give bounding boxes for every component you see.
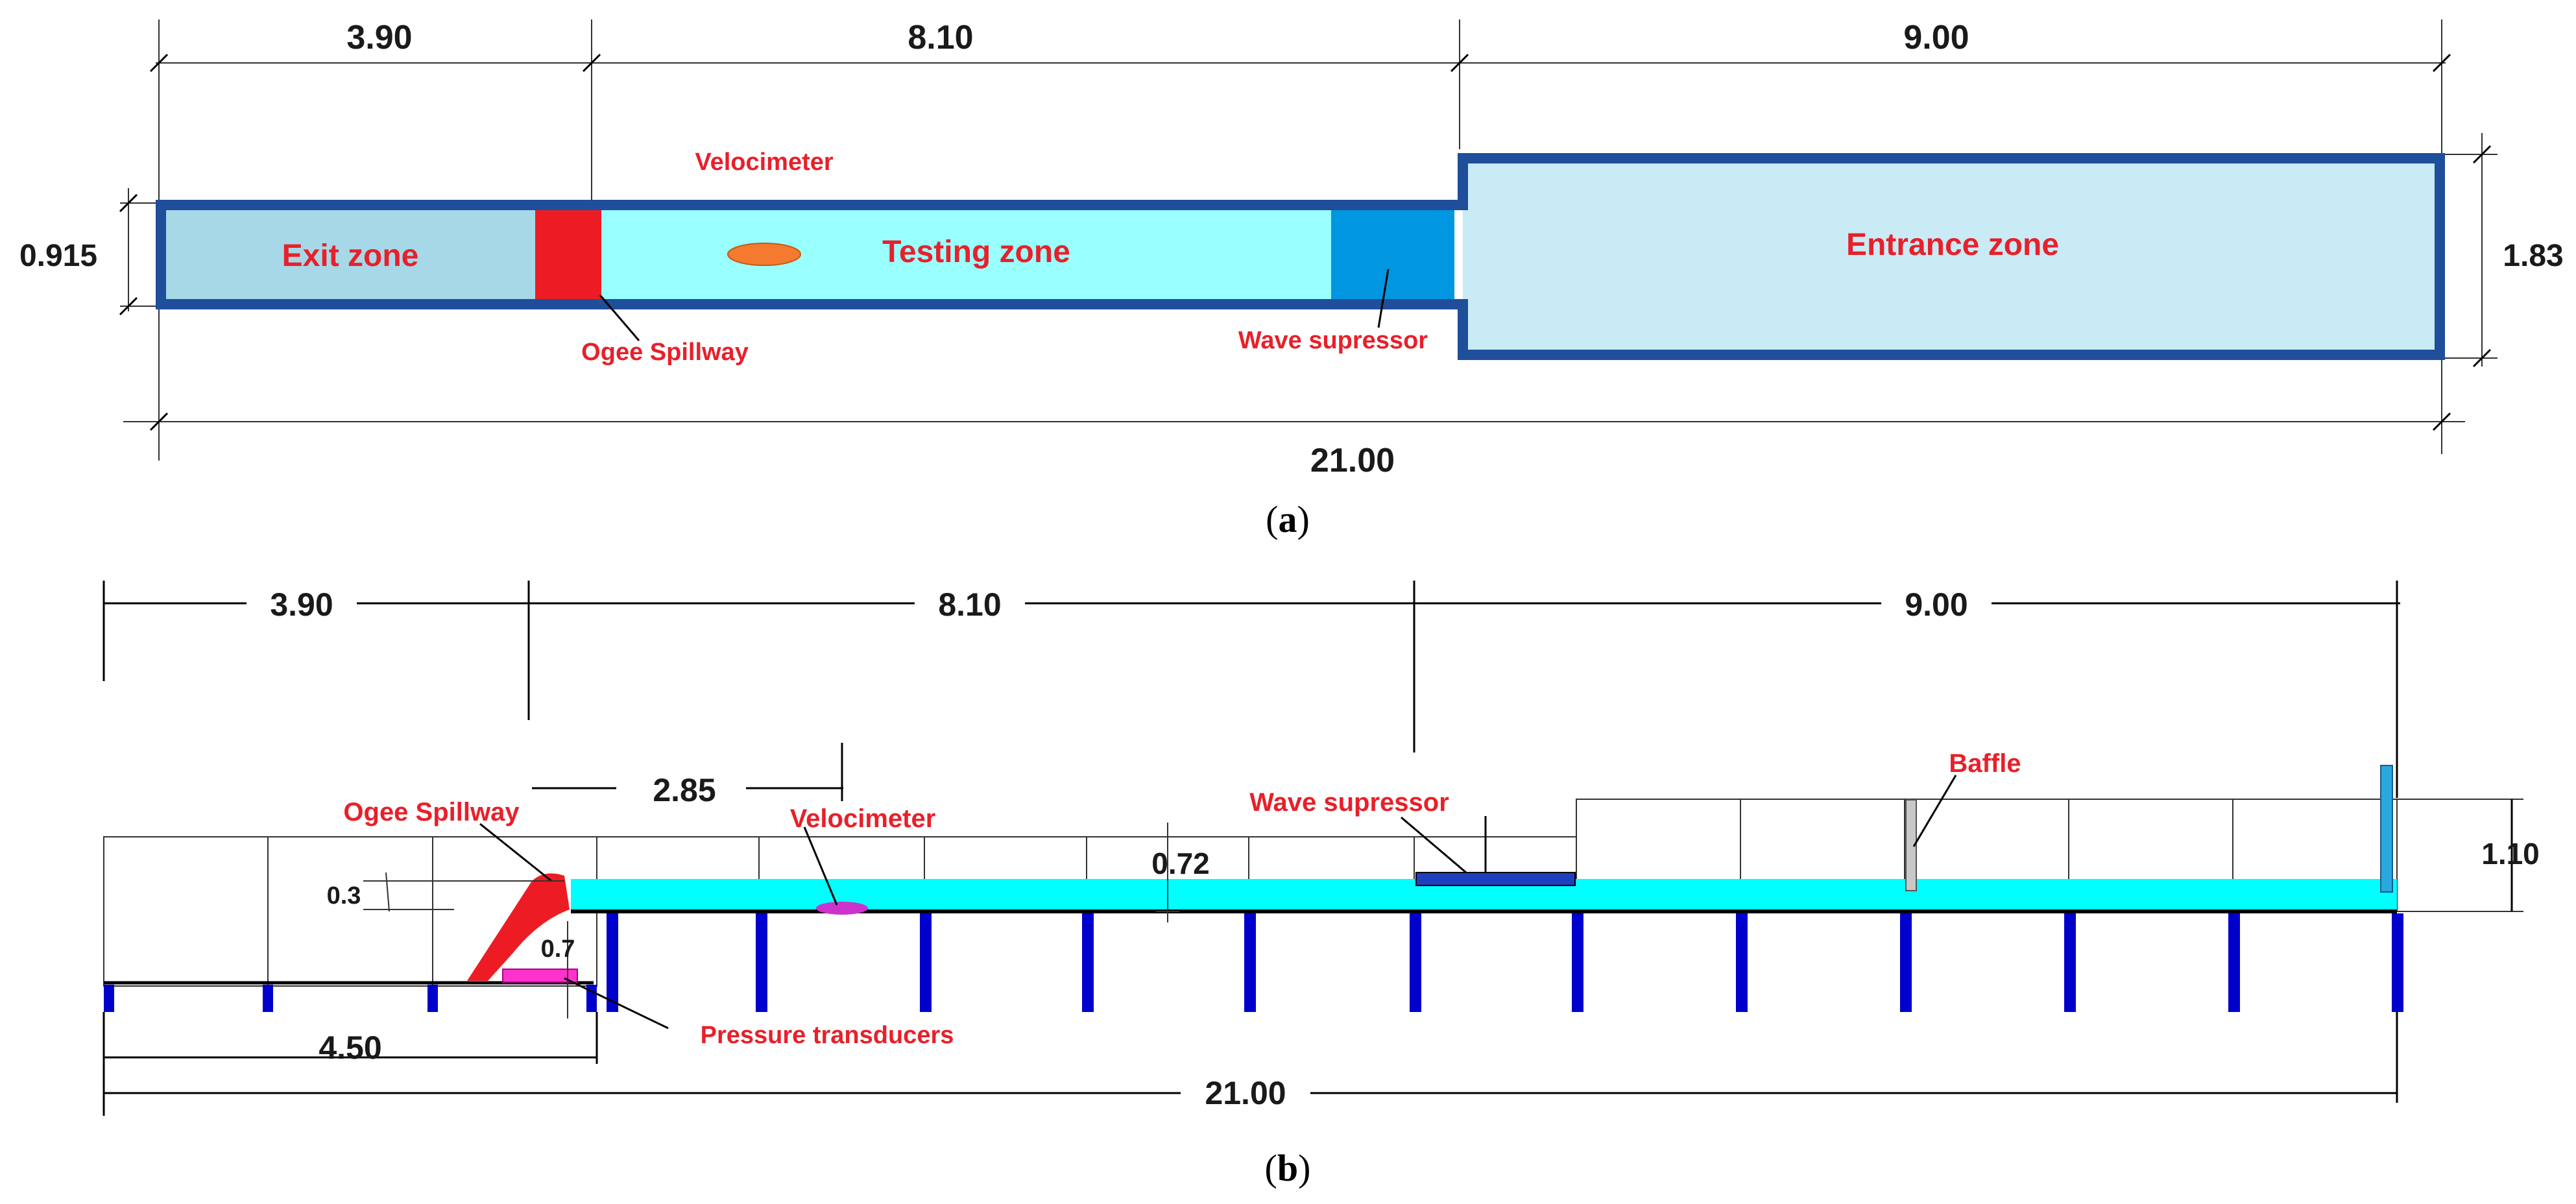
- tick: [119, 193, 138, 213]
- caption-a-letter: a: [1279, 498, 1297, 540]
- tick: [2472, 348, 2492, 368]
- tick: [1450, 53, 1469, 73]
- dim-wide-width: 1.83: [2503, 239, 2563, 273]
- support-leg: [2064, 913, 2076, 1012]
- support-leg: [920, 913, 932, 1012]
- dim-channel-height: 1.10: [2481, 837, 2540, 871]
- leader-baffle: [1912, 775, 1957, 847]
- support-leg: [1736, 913, 1748, 1012]
- label-testing-zone: Testing zone: [882, 235, 1070, 269]
- caption-b: (b): [1265, 1147, 1311, 1189]
- leader-wave-supressor-b: [1401, 816, 1467, 874]
- label-baffle: Baffle: [1949, 749, 2021, 778]
- dim-bg: [915, 587, 1025, 620]
- leader-velocimeter-b: [803, 826, 838, 906]
- support-leg: [1244, 913, 1256, 1012]
- tick: [2432, 412, 2451, 431]
- dim-narrow-width: 0.915: [19, 239, 97, 273]
- tick: [149, 412, 169, 431]
- dim-transducer-height: 0.7: [541, 935, 575, 963]
- label-entrance-zone: Entrance zone: [1846, 228, 2059, 262]
- dim-bg: [1881, 587, 1992, 620]
- dim-bg: [1181, 1077, 1310, 1109]
- dim-velocimeter-distance: 2.85: [653, 772, 716, 808]
- dim-downstream-length: 4.50: [319, 1029, 381, 1066]
- label-ogee-spillway-b: Ogee Spillway: [343, 798, 520, 826]
- entrance-zone-area: [1463, 158, 2440, 355]
- support-leg: [263, 985, 273, 1012]
- dim-exit-length-b: 3.90: [270, 586, 333, 623]
- velocimeter-marker-b: [816, 902, 868, 915]
- dim-water-depth: 0.72: [1151, 847, 1210, 880]
- leader-ogee-spillway-a: [599, 295, 640, 341]
- label-wave-supressor-b: Wave supressor: [1249, 788, 1449, 817]
- label-ogee-spillway-a: Ogee Spillway: [581, 339, 749, 366]
- tick: [149, 53, 169, 73]
- support-leg: [2228, 913, 2240, 1012]
- label-velocimeter-b: Velocimeter: [790, 804, 936, 833]
- support-leg: [1410, 913, 1421, 1012]
- dim-testing-length: 8.10: [908, 19, 973, 56]
- dim-bg: [247, 587, 357, 620]
- baffle-plate: [1905, 799, 1917, 891]
- wave-supressor-block: [1331, 208, 1454, 304]
- support-leg: [1900, 913, 1912, 1012]
- dim-testing-length-b: 8.10: [938, 586, 1001, 623]
- support-leg: [756, 913, 767, 1012]
- dim-bg: [616, 772, 746, 804]
- exit-zone-area: [161, 205, 535, 304]
- tick: [582, 53, 601, 73]
- support-leg: [2392, 913, 2403, 1012]
- leader-ogee-spillway-b: [479, 823, 552, 882]
- dim-spillway-height-line: [385, 872, 390, 912]
- support-leg: [427, 985, 438, 1012]
- velocimeter-marker: [727, 243, 801, 266]
- label-velocimeter-a: Velocimeter: [695, 149, 834, 176]
- ogee-spillway-shape: [467, 873, 570, 981]
- testing-zone-area: [601, 205, 1331, 304]
- dim-exit-length: 3.90: [346, 19, 412, 56]
- support-leg: [1572, 913, 1583, 1012]
- channel-outline: [156, 153, 2445, 360]
- ogee-spillway-block: [535, 205, 601, 304]
- label-exit-zone: Exit zone: [282, 239, 419, 273]
- caption-b-letter: b: [1277, 1147, 1298, 1189]
- panel-b-side-view: 3.90 8.10 9.00 2.85: [102, 581, 2540, 1189]
- support-leg: [104, 985, 114, 1012]
- inlet-plate: [2380, 765, 2393, 893]
- dim-total-length-b: 21.00: [1205, 1075, 1286, 1111]
- tick: [2472, 145, 2492, 164]
- support-leg: [607, 913, 618, 1012]
- leader-wave-supressor-a: [1377, 269, 1390, 328]
- dim-entrance-length: 9.00: [1903, 19, 1969, 56]
- label-wave-supressor-a: Wave supressor: [1238, 327, 1428, 354]
- label-pressure-transducers: Pressure transducers: [701, 1022, 954, 1049]
- panel-a-plan-view: 3.90 8.10 9.00 21.00 0.915 1.83 Ve: [19, 19, 2564, 540]
- support-leg: [1082, 913, 1094, 1012]
- caption-a: (a): [1266, 498, 1310, 540]
- dim-spillway-height: 0.3: [327, 882, 361, 909]
- wave-supressor-plate: [1415, 872, 1576, 886]
- dim-total-length: 21.00: [1310, 442, 1395, 479]
- dim-entrance-length-b: 9.00: [1905, 586, 1968, 623]
- leader-pressure-transducers: [564, 977, 669, 1029]
- tick: [119, 296, 138, 316]
- tick: [2432, 53, 2451, 73]
- pressure-transducer-block: [502, 969, 578, 983]
